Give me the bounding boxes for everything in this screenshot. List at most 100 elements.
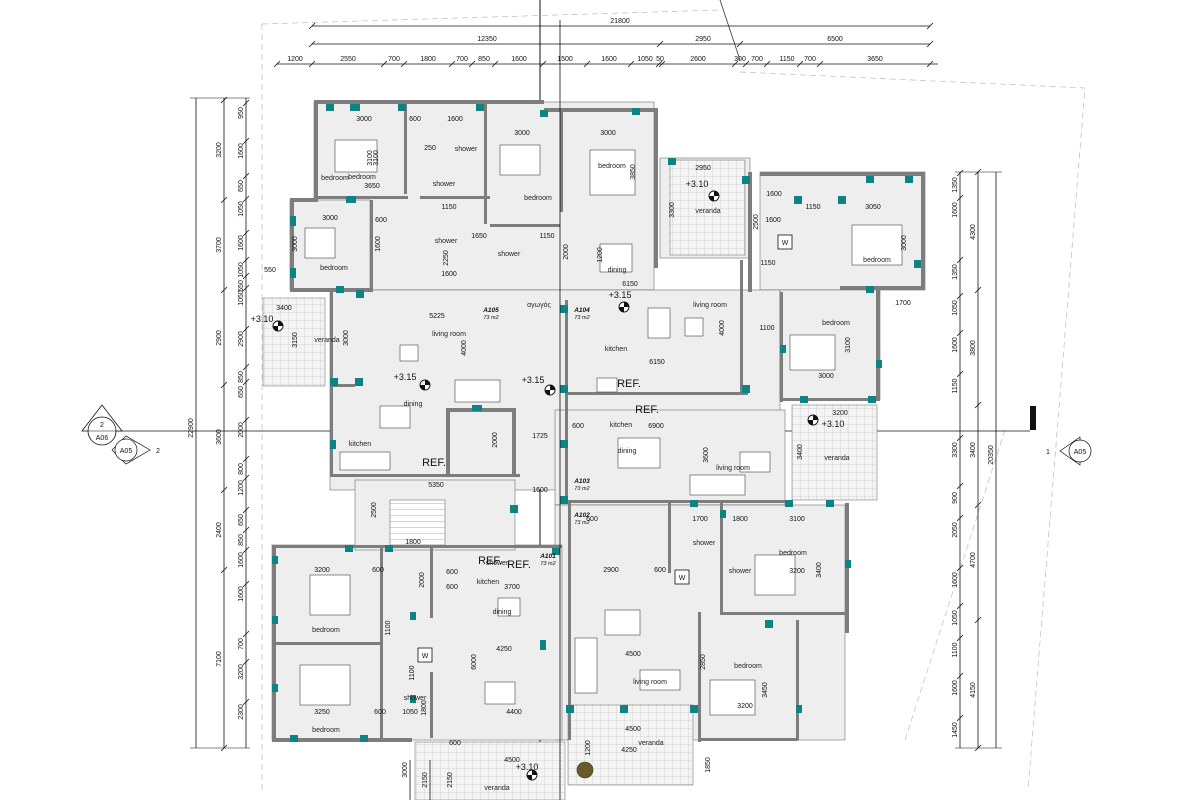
room-dimension: 250 <box>424 145 436 152</box>
room-dimension: 600 <box>449 740 461 747</box>
room-label: bedroom <box>312 627 340 634</box>
elevation-symbol-fill <box>527 770 537 780</box>
room-dimension: 3700 <box>504 584 520 591</box>
dimension-tick <box>583 60 591 68</box>
elevation-markers: +3.10+3.10+3.15+3.15+3.15+3.10+3.10 <box>251 179 844 781</box>
dimension-tick <box>242 658 250 666</box>
dimension-tick <box>448 60 456 68</box>
ref-labels: REF.REF.REF.REF.REF. <box>422 378 659 571</box>
dimension-tick <box>926 60 934 68</box>
room-dimension: 2250 <box>443 250 450 266</box>
room-label: bedroom <box>524 195 552 202</box>
room-label: living room <box>716 465 750 472</box>
dimension-segment: 50 <box>656 56 664 63</box>
room-dimension: 1600 <box>766 191 782 198</box>
room-dimension: 4000 <box>461 340 468 356</box>
room-dimension: 1700 <box>895 300 911 307</box>
room-dimension: 600 <box>374 709 386 716</box>
dimension-segment: 1200 <box>238 480 245 496</box>
dimension-segment: 700 <box>388 56 400 63</box>
room-label: kitchen <box>610 422 632 429</box>
dimension-tick <box>220 486 228 494</box>
room-dimension: 1600 <box>447 116 463 123</box>
dimension-segment: 1050 <box>238 201 245 217</box>
dimension-segment: 3200 <box>238 664 245 680</box>
dimension-segment: 1500 <box>557 56 573 63</box>
room-label: shower <box>455 146 478 153</box>
dimension-tick <box>468 60 476 68</box>
dimension-segment: 2000 <box>238 422 245 438</box>
room-dimension: 2850 <box>700 654 707 670</box>
elevation-symbol-fill <box>709 191 719 201</box>
unit-id: A105 <box>482 307 499 314</box>
washer-symbols: W W W <box>417 234 793 663</box>
dimension-tick <box>658 60 666 68</box>
room-dimension: 3300 <box>669 202 676 218</box>
dimension-segment: 1600 <box>952 202 959 218</box>
room-dimension: 600 <box>446 569 458 576</box>
dimension-segment: 3300 <box>952 442 959 458</box>
room-dimension: 2900 <box>603 567 619 574</box>
elevation-symbol-fill <box>545 385 555 395</box>
dimension-segment: 850 <box>478 56 490 63</box>
room-dimension: 1200 <box>585 740 592 756</box>
dimension-tick <box>308 40 316 48</box>
dimension-segment: 850 <box>238 371 245 383</box>
room-label: veranda <box>695 208 720 215</box>
dimension-segment: 1600 <box>238 235 245 251</box>
dimension-tick <box>956 634 964 642</box>
room-dimension: 1150 <box>539 233 554 240</box>
room-label: αγωγός <box>527 301 551 309</box>
dimension-segment: 1600 <box>952 680 959 696</box>
room-dimension: 6150 <box>622 281 638 288</box>
dimension-tick <box>655 60 663 68</box>
dimension-tick <box>242 99 250 107</box>
washer-label: W <box>679 575 686 582</box>
section-side-number: 2 <box>156 448 160 455</box>
dimension-segment: 1050 <box>637 56 653 63</box>
room-dimension: 2500 <box>753 214 760 230</box>
room-dimension: 3100 <box>789 516 805 523</box>
room-dimension: 4500 <box>625 651 641 658</box>
room-dimension: 3000 <box>322 215 338 222</box>
room-dimension: 600 <box>372 567 384 574</box>
room-dimension: 600 <box>446 584 458 591</box>
dimension-tick <box>763 60 771 68</box>
dimension-tick <box>242 363 250 371</box>
room-dimension: 600 <box>375 217 387 224</box>
room-label: veranda <box>484 785 509 792</box>
elevation-label: +3.15 <box>522 375 545 385</box>
dimension-segment: 7100 <box>216 651 223 667</box>
dimension-tick <box>308 22 316 30</box>
room-label: shower <box>404 695 427 702</box>
verandas <box>262 159 878 800</box>
elevation-label: +3.15 <box>394 372 417 382</box>
room-dimension: 2000 <box>563 244 570 260</box>
dimension-tick <box>220 286 228 294</box>
columns <box>272 104 921 742</box>
dimension-segment: 2300 <box>238 704 245 720</box>
room-label: bedroom <box>779 550 807 557</box>
elevation-label: +3.15 <box>609 290 632 300</box>
dimension-tick <box>956 370 964 378</box>
room-label: kitchen <box>605 346 627 353</box>
dimension-tick <box>242 546 250 554</box>
dimension-tick <box>974 286 982 294</box>
dimension-segment: 4300 <box>970 224 977 240</box>
dimension-tick <box>308 60 316 68</box>
dimension-segment: 1600 <box>238 143 245 159</box>
room-labels: bedroomshowershowerbedroomshowerbedroomb… <box>312 146 891 792</box>
room-dimension: 3650 <box>364 183 380 190</box>
dimension-segment: 1050 <box>238 262 245 278</box>
ref-label: REF. <box>617 378 641 390</box>
dimension-segment: 700 <box>456 56 468 63</box>
room-label: shower <box>498 251 521 258</box>
dimension-segment: 1600 <box>601 56 617 63</box>
dimension-segment: 4700 <box>970 552 977 568</box>
ref-label: REF. <box>478 555 502 567</box>
dimension-tick <box>926 22 934 30</box>
dimension-tick <box>956 564 964 572</box>
